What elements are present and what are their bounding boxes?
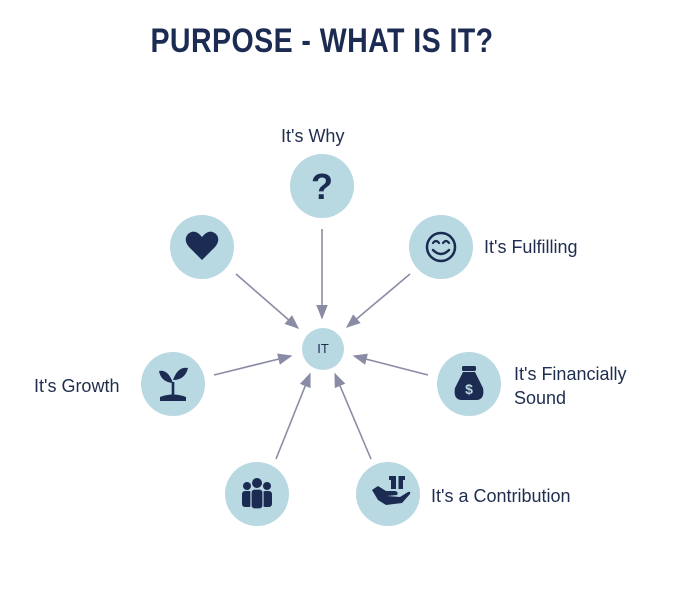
label-fulfilling: It's Fulfilling <box>484 237 578 257</box>
giving-hand-icon <box>372 476 411 505</box>
node-financial: $ <box>437 352 501 416</box>
center-label: IT <box>317 341 329 356</box>
smiley-face-icon <box>425 231 457 263</box>
svg-text:?: ? <box>311 166 333 207</box>
money-bag-icon: $ <box>454 366 484 400</box>
node-growth <box>141 352 205 416</box>
question-mark-icon: ? <box>311 166 333 207</box>
heart-icon <box>185 231 219 260</box>
people-group-icon <box>242 478 272 510</box>
page-title: PURPOSE - WHAT IS IT? <box>150 22 494 60</box>
node-people <box>225 462 289 526</box>
arrow-people <box>275 372 311 460</box>
label-why: It's Why <box>281 126 345 146</box>
arrow-fulfilling <box>345 273 411 328</box>
arrow-love <box>235 273 300 329</box>
label-growth: It's Growth <box>34 376 120 396</box>
node-fulfilling <box>409 215 473 279</box>
center-node <box>302 328 344 370</box>
svg-text:$: $ <box>465 381 473 397</box>
sprout-icon <box>159 367 188 401</box>
node-contribution <box>356 462 420 526</box>
label-financially-sound: It's Financially Sound <box>514 364 627 408</box>
node-why: ? <box>290 154 354 218</box>
arrows-group <box>213 229 429 460</box>
label-contribution: It's a Contribution <box>431 486 571 506</box>
arrow-financial <box>352 353 429 376</box>
node-love <box>170 215 234 279</box>
arrow-growth <box>213 353 293 376</box>
arrow-contribution <box>334 372 372 460</box>
